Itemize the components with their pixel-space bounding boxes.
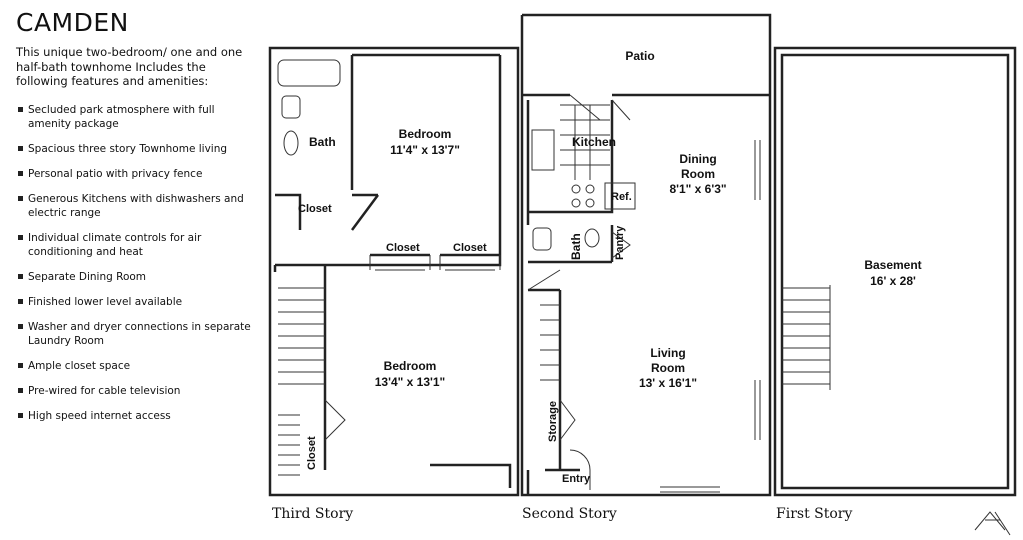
closet-label: Closet [306,436,318,470]
intro-text: This unique two-bedroom/ one and one hal… [16,45,243,88]
feature-item: Ample closet space [16,359,256,373]
second-story-plan: Patio Kitchen Dining Room 8'1" x 6'3" Re… [520,13,772,522]
bullet-icon [18,195,23,201]
closet-label: Closet [298,203,332,215]
feature-text: Generous Kitchens with dishwashers and e… [28,192,244,219]
living-size: 13' x 16'1" [639,376,697,390]
feature-text: Individual climate controls for air cond… [28,231,202,258]
bullet-icon [18,170,23,176]
feature-list: Secluded park atmosphere with full ameni… [16,103,256,423]
feature-item: Spacious three story Townhome living [16,142,256,156]
entry-label: Entry [562,473,591,485]
third-story-label: Third Story [272,506,353,522]
pantry-label: Pantry [614,225,626,260]
dining-name: Room [681,167,715,181]
feature-item: Pre-wired for cable television [16,384,256,398]
description-panel: CAMDEN This unique two-bedroom/ one and … [16,8,256,434]
kitchen-label: Kitchen [572,135,616,149]
logo-mark-icon [974,511,1011,536]
feature-text: Finished lower level available [28,295,183,308]
feature-item: Personal patio with privacy fence [16,167,256,181]
bullet-icon [18,234,23,240]
feature-text: Washer and dryer connections in separate… [28,320,251,347]
feature-text: High speed internet access [28,409,171,422]
bullet-icon [18,387,23,393]
living-name: Living [650,346,685,360]
feature-text: Spacious three story Townhome living [28,142,228,155]
basement-size: 16' x 28' [870,274,916,288]
third-story-plan: Bath Bedroom 11'4" x 13'7" Closet Closet… [268,46,520,522]
feature-item: Generous Kitchens with dishwashers and e… [16,192,256,220]
second-story-label: Second Story [522,506,617,522]
dining-name: Dining [679,152,716,166]
feature-text: Pre-wired for cable television [28,384,181,397]
feature-item: Washer and dryer connections in separate… [16,320,256,348]
bedroom2-size: 13'4" x 13'1" [375,375,445,389]
bullet-icon [18,298,23,304]
bullet-icon [18,362,23,368]
ref-label: Ref. [611,191,632,203]
bath-label: Bath [309,135,336,149]
closet-label: Closet [453,242,487,254]
feature-item: Secluded park atmosphere with full ameni… [16,103,256,131]
bedroom1-name: Bedroom [399,127,452,141]
feature-item: Finished lower level available [16,295,256,309]
feature-item: Separate Dining Room [16,270,256,284]
living-name: Room [651,361,685,375]
bedroom2-name: Bedroom [384,359,437,373]
bath-label: Bath [569,233,583,260]
bullet-icon [18,412,23,418]
feature-item: Individual climate controls for air cond… [16,231,256,259]
first-story-plan: Basement 16' x 28' First Story [773,46,1017,536]
bedroom1-size: 11'4" x 13'7" [390,143,460,157]
feature-item: High speed internet access [16,409,256,423]
closet-label: Closet [386,242,420,254]
plan-title: CAMDEN [16,8,129,37]
feature-text: Secluded park atmosphere with full ameni… [28,103,215,130]
bullet-icon [18,273,23,279]
feature-text: Separate Dining Room [28,270,147,283]
patio-label: Patio [625,49,654,63]
dining-size: 8'1" x 6'3" [669,182,726,196]
storage-label: Storage [547,401,559,442]
bullet-icon [18,323,23,329]
first-story-label: First Story [776,506,852,522]
feature-text: Personal patio with privacy fence [28,167,203,180]
bullet-icon [18,145,23,151]
feature-text: Ample closet space [28,359,131,372]
bullet-icon [18,106,23,112]
basement-name: Basement [864,258,921,272]
